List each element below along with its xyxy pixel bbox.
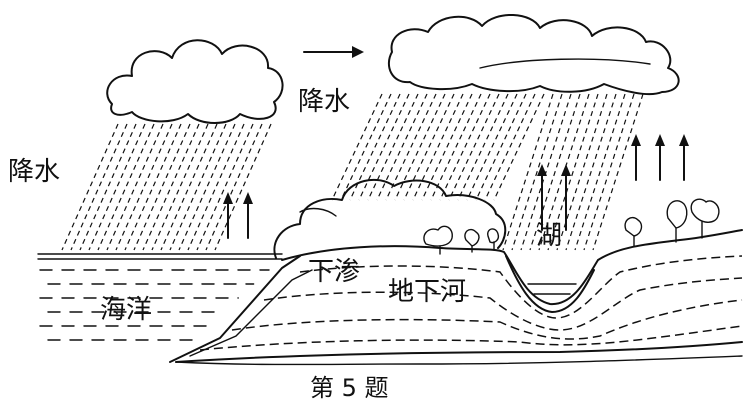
rain-streak [340,93,392,201]
rain-streak [394,93,446,201]
rain-streak [511,93,563,251]
rain-streak [484,93,536,201]
rain-streak [403,93,455,201]
land-slope [169,255,301,363]
label-lake: 湖 [536,221,562,251]
rain-streak [412,93,464,201]
evaporation-arrowhead [537,164,547,176]
rain-streak [367,93,419,201]
caption: 第 5 题 [310,374,389,402]
land-surface [281,229,743,306]
rain-streak [493,93,545,201]
rain-streak [142,123,200,251]
label-ocean: 海洋 [100,295,152,325]
rain-streak [178,123,236,251]
rain-streak [349,93,401,201]
evaporation-arrowhead [655,134,665,146]
rain-streak [574,93,626,251]
evaporation-arrowhead [561,164,571,176]
right-cloud [387,13,680,96]
rain-streak [61,123,119,251]
label-rain-left: 降水 [8,157,60,187]
trees-center [423,225,500,255]
rain-streak [79,123,137,251]
label-underground-river: 地下河 [388,277,466,307]
strata [175,255,743,366]
rain-streak [457,93,509,201]
rain-streak [97,123,155,251]
rain-streak [160,123,218,251]
land-slope-inner [189,269,313,357]
rain-streak [502,93,554,251]
rain-streak [214,123,272,251]
rain-streak [439,93,491,201]
rain-streak [376,93,428,201]
label-infiltration: 下渗 [308,257,360,287]
rain-streak [151,123,209,251]
rain-center [331,93,644,251]
rain-streak [196,123,254,251]
rain-streak [430,93,482,201]
lake-water [527,283,577,295]
hill [273,178,507,259]
rain-streak [520,93,572,251]
evaporation-arrowhead [243,192,253,204]
rain-streak [547,93,599,251]
rain-streak [592,93,644,251]
ocean-surface [37,253,283,260]
rain-streak [169,123,227,251]
hill-bush [299,207,337,217]
rain-streak [448,93,500,201]
rain-streak [124,123,182,251]
rain-streak [475,93,527,201]
lake-basin [505,255,595,313]
rain-streak [187,123,245,251]
right-cloud-inner [479,58,651,69]
rain-streak [88,123,146,251]
rain-left [61,123,272,251]
rain-streak [529,93,581,251]
rain-streak [133,123,191,251]
rain-streak [70,123,128,251]
rain-streak [106,123,164,251]
evaporation-arrowhead [631,134,641,146]
rain-streak [583,93,635,251]
rain-streak [421,93,473,201]
ocean-dashes [39,269,270,341]
label-rain-center: 降水 [298,87,350,117]
left-cloud [106,39,284,124]
evaporation-arrowhead [223,192,233,204]
trees-right [624,198,720,247]
evaporation-arrows [223,134,689,239]
rain-streak [466,93,518,201]
rain-streak [205,123,263,251]
evaporation-arrowhead [679,134,689,146]
rain-streak [565,93,617,251]
rain-streak [115,123,173,251]
rain-streak [385,93,437,201]
rain-streak [331,93,383,201]
wind-arrow [303,46,364,58]
rain-streak [358,93,410,201]
